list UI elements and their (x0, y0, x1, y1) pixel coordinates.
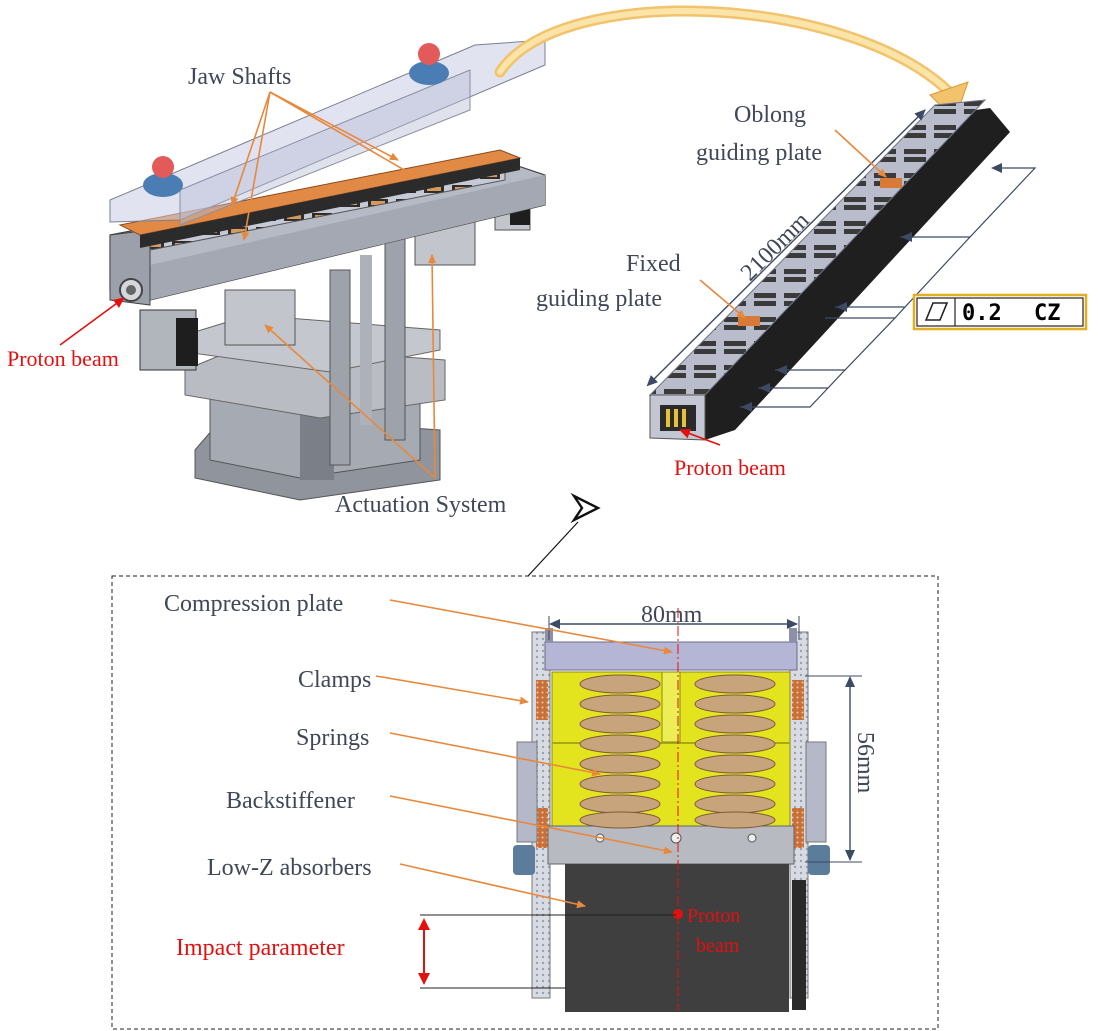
actuation-system-arrows (264, 254, 437, 479)
fixed-guiding-plate-label-line1: Fixed (626, 251, 681, 277)
clamps-label: Clamps (298, 667, 371, 693)
width-dimension-label: 80mm (641, 602, 703, 628)
oblong-guiding-plate-label-line2: guiding plate (696, 140, 822, 166)
flatness-tolerance-frame: 0.2 CZ (912, 293, 1088, 331)
impact-parameter-label: Impact parameter (176, 935, 345, 961)
springs-arrow (389, 732, 601, 777)
tolerance-value: 0.2 (962, 301, 1002, 326)
cross-section-frame (111, 575, 939, 1030)
clamps-arrow (375, 675, 529, 705)
length-dimension-line (646, 109, 926, 387)
proton-beam-label-jaw: Proton beam (674, 455, 786, 480)
cross-section-drawing (513, 608, 830, 1012)
view-direction-line (527, 521, 579, 577)
backstiffener-label: Backstiffener (226, 788, 355, 814)
backstiffener-arrow (389, 795, 673, 855)
collimator-assembly-drawing (109, 39, 546, 501)
tolerance-datum: CZ (1034, 301, 1061, 326)
fixed-guiding-plate-label-line2: guiding plate (536, 286, 662, 312)
flatness-icon (924, 302, 949, 321)
compression-plate-arrow (389, 599, 673, 655)
proton-beam-label-assembly: Proton beam (7, 346, 119, 371)
proton-beam-label-section-line1: Proton (687, 905, 740, 927)
height-dimension-label: 56mm (852, 732, 878, 794)
fixed-guiding-plate-arrow (699, 279, 746, 319)
oblong-guiding-plate-arrow (834, 129, 887, 178)
proton-beam-label-section-line2: beam (696, 935, 740, 957)
low-z-absorbers-label: Low-Z absorbers (207, 855, 372, 881)
proton-beam-arrow-assembly (59, 297, 125, 346)
view-direction-icon (570, 492, 601, 524)
oblong-guiding-plate-label-line1: Oblong (734, 102, 806, 128)
jaw-shafts-arrows (230, 91, 419, 241)
actuation-system-label: Actuation System (335, 492, 507, 518)
compression-plate-label: Compression plate (164, 591, 343, 617)
proton-beam-arrow-jaw (679, 428, 721, 446)
springs-label: Springs (296, 725, 369, 751)
low-z-absorbers-arrow (399, 863, 586, 909)
jaw-shafts-label: Jaw Shafts (188, 64, 291, 90)
